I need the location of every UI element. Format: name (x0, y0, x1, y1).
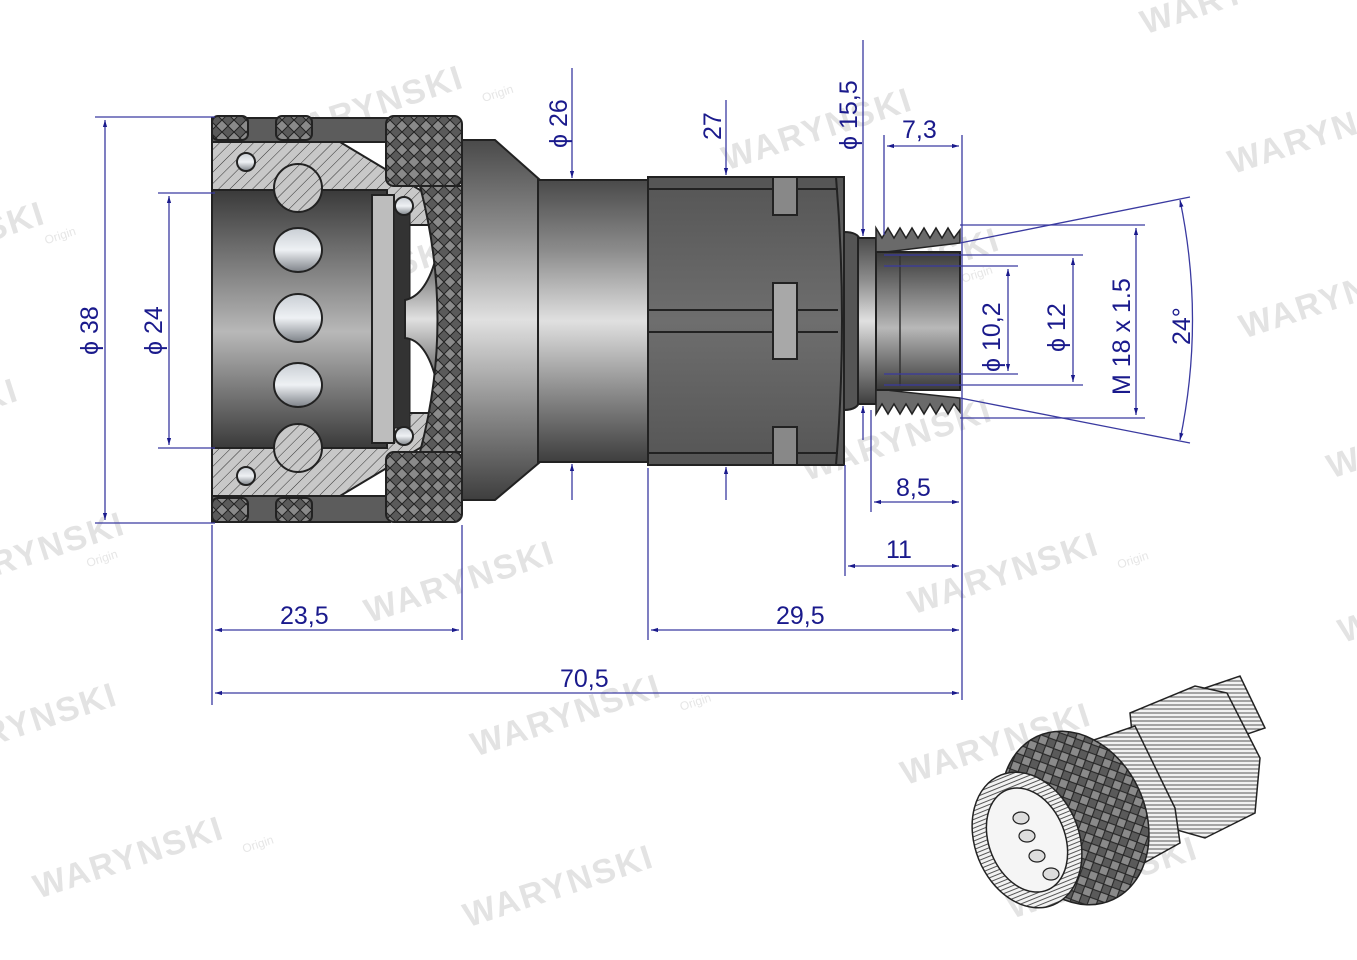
dim-29-5: 29,5 (776, 602, 825, 630)
iso-ball (1028, 849, 1046, 863)
body-cylinder (537, 179, 651, 463)
locking-ball (273, 227, 323, 273)
thread-bore (875, 251, 961, 391)
dim-phi15-5: ϕ 15,5 (835, 80, 863, 150)
dim-phi10-2: ϕ 10,2 (978, 302, 1006, 372)
dim-phi26: ϕ 26 (545, 99, 573, 148)
iso-ball (1018, 829, 1036, 843)
neck (857, 237, 877, 405)
svg-text:WARYNSKI: WARYNSKI (1334, 553, 1357, 650)
knurled-collar-top (385, 115, 463, 187)
svg-text:WARYNSKI: WARYNSKI (1322, 389, 1357, 486)
svg-text:WARYNSKI: WARYNSKI (0, 676, 122, 773)
dim-7-3: 7,3 (902, 116, 937, 144)
dim-thread-spec: M 18 x 1.5 (1108, 278, 1136, 395)
iso-ball (1012, 811, 1030, 825)
isometric-view (971, 675, 1267, 909)
dimension-lines (95, 40, 1194, 705)
svg-text:WARYNSKI: WARYNSKI (0, 371, 23, 468)
dim-11: 11 (886, 536, 912, 564)
svg-text:WARYNSKI: WARYNSKI (459, 838, 659, 935)
knurl-ring-1-top (211, 115, 249, 141)
locking-ball (273, 423, 323, 473)
svg-text:Origin: Origin (241, 833, 276, 856)
dim-23-5: 23,5 (280, 602, 329, 630)
locking-ball (273, 163, 323, 213)
svg-text:WARYNSKI: WARYNSKI (29, 809, 229, 906)
o-ring-top (236, 152, 256, 172)
seal-ring-top (394, 196, 414, 216)
locking-ball (273, 362, 323, 408)
knurl-ring-2-top (275, 115, 313, 141)
svg-text:WARYNSKI: WARYNSKI (1223, 85, 1357, 182)
hex-body (647, 176, 845, 466)
knurled-collar-mid (418, 185, 463, 453)
svg-text:WARYNSKI: WARYNSKI (725, 0, 925, 7)
dim-angle-24: 24° (1168, 307, 1196, 345)
svg-text:WARYNSKI: WARYNSKI (1235, 249, 1357, 346)
dim-8-5: 8,5 (896, 474, 931, 502)
svg-text:Origin: Origin (678, 691, 713, 714)
dim-phi12: ϕ 12 (1043, 303, 1071, 352)
locking-ball (273, 293, 323, 343)
iso-ball (1042, 867, 1060, 881)
svg-text:WARYNSKI: WARYNSKI (360, 533, 560, 630)
dim-phi24: ϕ 24 (140, 306, 168, 355)
hex-slot (772, 426, 798, 466)
knurl-ring-1-bottom (211, 497, 249, 523)
transition-cone (461, 139, 541, 501)
svg-text:WARYNSKI: WARYNSKI (1136, 0, 1336, 42)
seal-ring-bottom (394, 426, 414, 446)
coupler-part-drawing (211, 115, 961, 523)
svg-text:Origin: Origin (1115, 548, 1150, 571)
svg-text:Origin: Origin (480, 82, 515, 105)
svg-text:WARYNSKI: WARYNSKI (717, 81, 917, 178)
hex-slot (772, 282, 798, 360)
svg-text:WARYNSKI: WARYNSKI (0, 194, 50, 291)
dim-phi38: ϕ 38 (76, 306, 104, 355)
dim-arc-24deg (1179, 199, 1194, 441)
thread-bottom (875, 389, 961, 417)
knurled-collar-bottom (385, 451, 463, 523)
svg-text:WARYNSKI: WARYNSKI (904, 525, 1104, 622)
hex-slot (772, 176, 798, 216)
inner-seal (371, 194, 395, 444)
dim-hex27: 27 (699, 112, 727, 140)
knurl-ring-2-bottom (275, 497, 313, 523)
o-ring-bottom (236, 466, 256, 486)
dimension-labels: ϕ 38 ϕ 24 ϕ 26 27 ϕ 15,5 7,3 ϕ 10,2 ϕ 12… (76, 80, 1196, 693)
dim-70-5: 70,5 (560, 665, 609, 693)
